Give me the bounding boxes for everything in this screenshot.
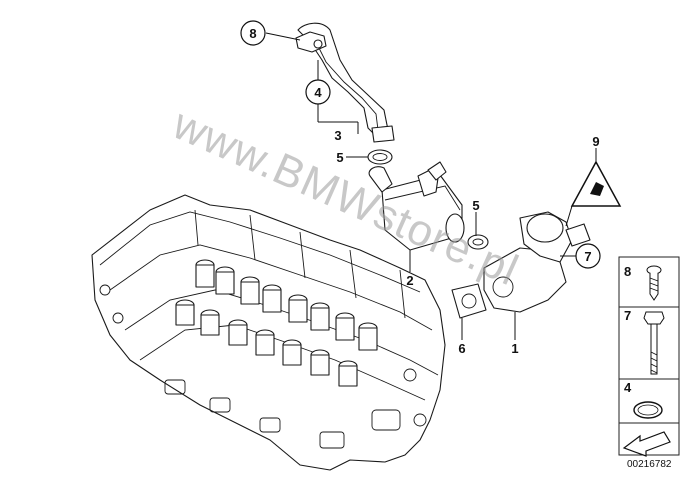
bolt-icon: [643, 311, 665, 375]
leader-lines: [265, 32, 597, 340]
callout-8[interactable]: 8: [240, 20, 266, 46]
navigation-arrow-icon[interactable]: [622, 431, 671, 457]
legend-item-4[interactable]: 4: [624, 380, 663, 419]
callout-5-lower-label: 5: [472, 198, 479, 213]
document-number: 00216782: [627, 459, 672, 470]
seal-ring-upper[interactable]: [367, 149, 393, 165]
callout-1-label: 1: [511, 341, 518, 356]
callout-4-label: 4: [314, 85, 322, 100]
callout-5-upper-label: 5: [336, 150, 343, 165]
callout-1[interactable]: 1: [511, 341, 518, 356]
callout-3-label: 3: [334, 128, 341, 143]
callout-6[interactable]: 6: [458, 341, 465, 356]
o-ring-icon: [633, 401, 663, 419]
callout-8-label: 8: [249, 26, 256, 41]
head-side-ports: [99, 284, 427, 449]
callout-6-label: 6: [458, 341, 465, 356]
callout-2[interactable]: 2: [406, 273, 413, 288]
valve-towers: [175, 259, 378, 387]
callout-3[interactable]: 3: [334, 128, 341, 143]
callout-4[interactable]: 4: [305, 79, 331, 105]
pipe-clamp[interactable]: [295, 31, 327, 53]
legend-item-8[interactable]: 8: [624, 264, 662, 301]
egr-cooler[interactable]: [368, 161, 465, 251]
callout-5-upper[interactable]: 5: [336, 150, 343, 165]
egr-valve[interactable]: [483, 211, 591, 313]
callout-7[interactable]: 7: [575, 243, 601, 269]
legend-item-7-label: 7: [624, 308, 631, 323]
egr-gasket[interactable]: [451, 283, 487, 319]
egr-pipe[interactable]: [297, 22, 395, 143]
seal-ring-lower[interactable]: [467, 234, 489, 250]
legend-item-7[interactable]: 7: [624, 308, 665, 375]
warning-triangle-icon: [570, 160, 622, 207]
callout-2-label: 2: [406, 273, 413, 288]
legend-item-8-label: 8: [624, 264, 631, 279]
callout-9[interactable]: 9: [592, 134, 599, 149]
callout-9-label: 9: [592, 134, 599, 149]
legend-item-4-label: 4: [624, 380, 632, 395]
screw-icon: [646, 265, 662, 301]
cylinder-head[interactable]: [91, 194, 446, 471]
legend-panel: 8 7 4: [618, 256, 680, 457]
callout-7-label: 7: [584, 249, 591, 264]
callout-5-lower[interactable]: 5: [472, 198, 479, 213]
